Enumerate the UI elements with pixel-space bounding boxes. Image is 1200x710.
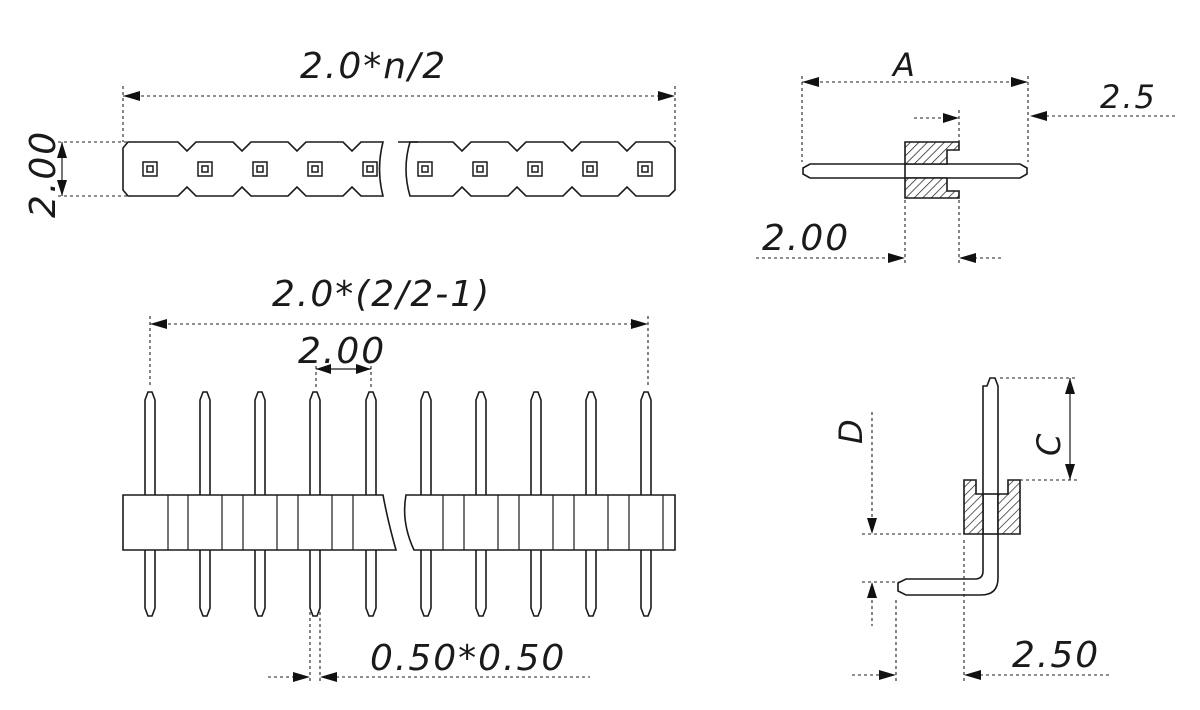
dim-arrow <box>320 672 337 682</box>
pin <box>475 391 487 617</box>
pin-holes <box>142 161 653 177</box>
pin <box>585 391 597 617</box>
side-offset-label: 2.5 <box>1100 78 1157 116</box>
dim-arrow <box>1065 464 1075 480</box>
side-insulator-top <box>904 141 960 165</box>
pin-hole <box>307 161 323 177</box>
angle-insulator-left <box>963 479 984 535</box>
pin <box>420 391 432 617</box>
angle-d-label: D <box>832 417 870 444</box>
side-a-label: A <box>891 46 917 84</box>
front-housing-left <box>122 494 398 551</box>
top-length-label: 2.0*n/2 <box>300 46 447 87</box>
right-angle-pin <box>897 377 999 596</box>
dim-arrow <box>57 142 67 158</box>
pin <box>530 391 542 617</box>
dim-arrow <box>959 253 976 263</box>
front-housing-dividers <box>167 495 664 550</box>
dim-arrow <box>1030 111 1047 121</box>
pin <box>199 391 211 617</box>
housing-outline-right-body <box>405 141 676 197</box>
dim-arrow <box>867 582 877 598</box>
pin-hole-inner <box>366 165 374 173</box>
pin-hole <box>142 161 158 177</box>
pin-hole-inner <box>146 165 154 173</box>
side-view: A 2.5 2.00 <box>756 46 1176 264</box>
dim-arrow <box>802 77 819 87</box>
pin-hole <box>252 161 268 177</box>
dim-arrow <box>658 91 675 101</box>
dim-arrow <box>631 319 648 329</box>
pin-section-label: 0.50*0.50 <box>370 638 566 679</box>
angle-insulator-right <box>997 479 1021 535</box>
pin <box>365 391 377 617</box>
dim-arrow <box>943 113 959 123</box>
dim-arrow <box>150 319 167 329</box>
dim-arrow <box>123 91 140 101</box>
pin-hole-inner <box>531 165 539 173</box>
side-insulator-label: 2.00 <box>762 218 850 259</box>
dim-arrow <box>293 672 310 682</box>
pin-hole <box>472 161 488 177</box>
angle-offset-label: 2.50 <box>1012 635 1100 676</box>
dim-arrow <box>879 670 896 680</box>
dim-arrow <box>316 364 331 374</box>
pin <box>254 391 266 617</box>
dim-arrow <box>888 253 905 263</box>
pin-hole <box>362 161 378 177</box>
pin-hole-inner <box>421 165 429 173</box>
pin <box>640 391 652 617</box>
housing-outline-left <box>122 141 385 197</box>
pin-hole-inner <box>256 165 264 173</box>
dim-arrow <box>867 518 877 534</box>
angle-c-label: C <box>1030 432 1068 456</box>
pin-hole <box>582 161 598 177</box>
top-height-label: 2.00 <box>23 130 64 218</box>
pin <box>144 391 156 617</box>
right-angle-view: C D 2.50 <box>832 377 1112 682</box>
front-pins <box>144 391 652 617</box>
top-view: 2.0*n/2 2.00 <box>23 46 676 218</box>
dim-arrow <box>964 670 981 680</box>
side-pin <box>802 163 1028 179</box>
dim-arrow <box>1011 77 1028 87</box>
front-pitch-label: 2.00 <box>298 331 386 372</box>
front-housing-right <box>403 494 676 551</box>
dim-arrow <box>356 364 371 374</box>
front-length-label: 2.0*(2/2-1) <box>272 274 491 315</box>
pin-hole-inner <box>476 165 484 173</box>
pin-hole-inner <box>641 165 649 173</box>
dim-arrow <box>1065 378 1075 394</box>
front-view: 2.0*(2/2-1) 2.00 <box>122 274 676 684</box>
pin-hole <box>197 161 213 177</box>
pin-hole-inner <box>201 165 209 173</box>
pin-hole-inner <box>311 165 319 173</box>
pin-hole-inner <box>586 165 594 173</box>
pin-hole <box>637 161 653 177</box>
pin <box>309 391 321 617</box>
pin-hole <box>527 161 543 177</box>
dim-arrow <box>57 180 67 196</box>
side-insulator-bottom <box>904 177 960 199</box>
pin-hole <box>417 161 433 177</box>
